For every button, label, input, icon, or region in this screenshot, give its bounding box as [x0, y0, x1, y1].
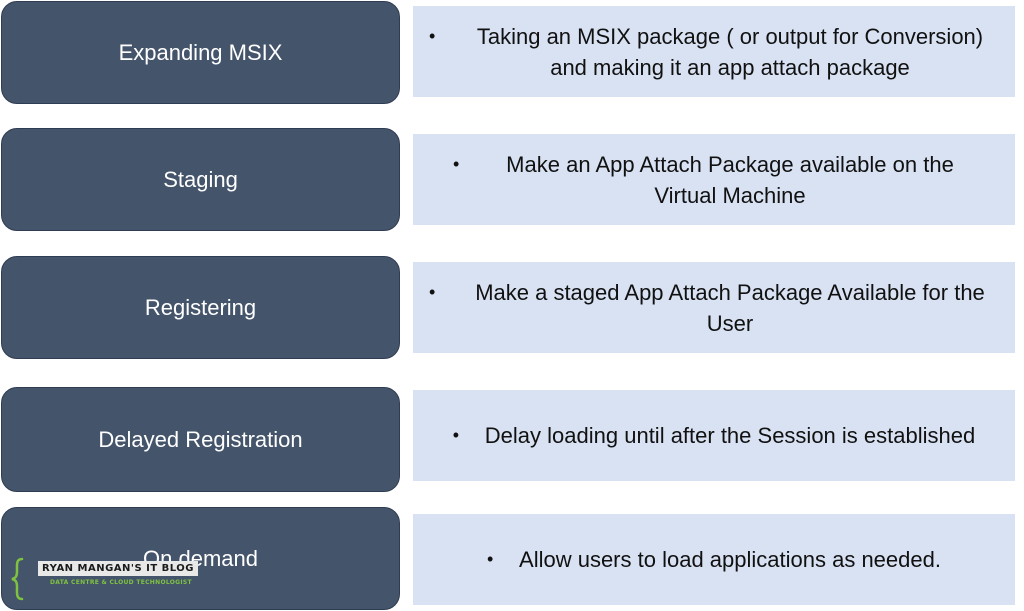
bullet-icon: •	[487, 549, 494, 569]
description-box: • Make an App Attach Package available o…	[413, 134, 1015, 225]
description-box: • Delay loading until after the Session …	[413, 390, 1015, 481]
description-box: • Taking an MSIX package ( or output for…	[413, 6, 1015, 97]
description-box: • Allow users to load applications as ne…	[413, 514, 1015, 605]
term-box: Expanding MSIX	[1, 1, 400, 104]
watermark-title: RYAN MANGAN'S IT BLOG	[38, 561, 199, 576]
description-text: Make an App Attach Package available on …	[506, 151, 954, 208]
term-box: Delayed Registration	[1, 387, 400, 492]
blog-watermark-logo: RYAN MANGAN'S IT BLOG DATA CENTRE & CLOU…	[10, 557, 199, 603]
term-box: Staging	[1, 128, 400, 231]
term-label: Delayed Registration	[98, 426, 303, 452]
description-text: Delay loading until after the Session is…	[484, 423, 976, 448]
term-box: On demand	[1, 507, 400, 610]
bullet-icon: •	[429, 25, 436, 46]
bullet-icon: •	[453, 153, 460, 174]
term-box: Registering	[1, 256, 400, 359]
description-text: Allow users to load applications as need…	[519, 547, 941, 572]
term-label: Staging	[163, 166, 238, 192]
curly-brace-icon	[11, 557, 24, 601]
bullet-icon: •	[429, 281, 436, 302]
description-text: Make a staged App Attach Package Availab…	[475, 279, 985, 336]
description-text: Taking an MSIX package ( or output for C…	[476, 23, 984, 80]
bullet-icon: •	[452, 425, 460, 445]
term-label: Registering	[144, 294, 257, 320]
term-label: Expanding MSIX	[118, 39, 283, 65]
watermark-subtitle: DATA CENTRE & CLOUD TECHNOLOGIST	[50, 579, 192, 586]
description-box: • Make a staged App Attach Package Avail…	[413, 262, 1015, 353]
